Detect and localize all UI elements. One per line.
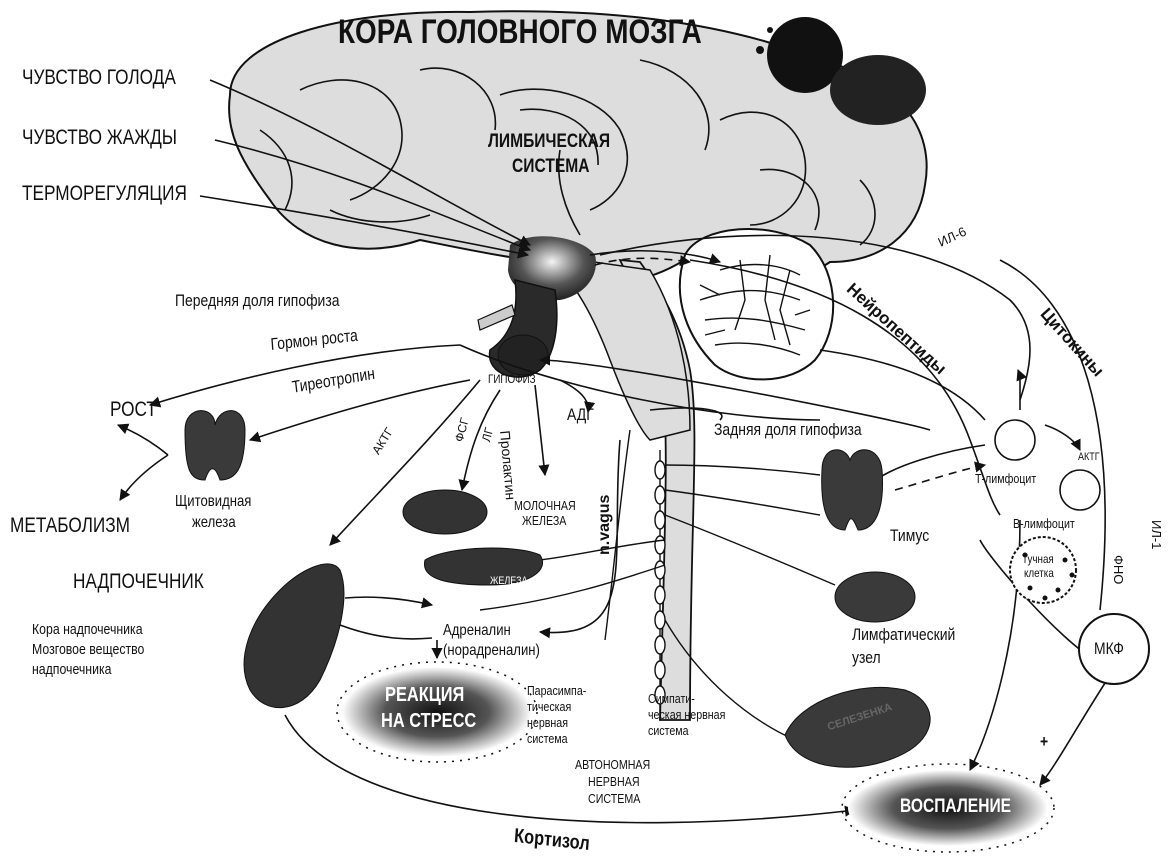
thymus-gland: [822, 450, 883, 530]
inflammation-label: ВОСПАЛЕНИЕ: [900, 797, 1011, 818]
adrenal-gland: [244, 564, 344, 708]
posterior-pituitary-label: Задняя доля гипофиза: [714, 421, 862, 440]
anterior-pituitary-label: Передняя доля гипофиза: [175, 292, 339, 311]
autonomic-label-2: НЕРВНАЯ: [588, 775, 640, 789]
sym-label-3: система: [648, 724, 689, 738]
autonomic-label-1: АВТОНОМНАЯ: [575, 758, 650, 772]
hunger-label: ЧУВСТВО ГОЛОДА: [22, 66, 176, 89]
cerebellum: [680, 229, 833, 379]
immune-acth-label: АКТГ: [1078, 451, 1100, 463]
adrenaline-label-1: Адреналин: [443, 622, 511, 640]
adrenaline-label-2: (норадреналин): [443, 642, 540, 660]
lymph-node-label-1: Лимфатический: [852, 626, 955, 645]
b-cell-label: В-лимфоцит: [1013, 517, 1075, 531]
thyroid-label-1: Щитовидная: [175, 493, 251, 511]
lymph-node-label-2: узел: [852, 649, 881, 668]
mammary-label-1: МОЛОЧНАЯ: [514, 499, 576, 513]
il1-label: ИЛ-1: [1149, 520, 1163, 549]
adrenal-medulla-label-2: надпочечника: [32, 662, 111, 679]
adrenal-cortex-label: Кора надпочечника: [32, 622, 143, 639]
thyroid-label-2: железа: [192, 514, 236, 532]
limbic-label-1: ЛИМБИЧЕСКАЯ: [488, 132, 610, 153]
adh-label: АДГ: [567, 406, 594, 425]
mast-cell-label-2: клетка: [1024, 567, 1054, 580]
t-cell-label: Т-лимфоцит: [975, 472, 1036, 486]
mammary-partial-label: ЖЕЛЕЗА: [490, 575, 528, 587]
autonomic-label-3: СИСТЕМА: [588, 792, 640, 806]
thirst-label: ЧУВСТВО ЖАЖДЫ: [22, 126, 177, 149]
stress-label-2: НА СТРЕСС: [381, 710, 476, 732]
t-lymphocyte-cell: [995, 420, 1035, 460]
mammary-label-2: ЖЕЛЕЗА: [522, 514, 566, 528]
metabolism-label: МЕТАБОЛИЗМ: [10, 514, 130, 537]
thermo-label: ТЕРМОРЕГУЛЯЦИЯ: [22, 182, 187, 205]
tnf-label: ФНО: [1111, 555, 1125, 584]
b-lymphocyte-cell: [1060, 470, 1100, 510]
dark-blob-2: [830, 55, 926, 125]
vagus-label: n.vagus: [596, 495, 614, 555]
title: КОРА ГОЛОВНОГО МОЗГА: [338, 14, 702, 51]
growth-label: РОСТ: [110, 398, 157, 421]
mast-cell-label-1: Тучная: [1022, 553, 1054, 566]
adrenal-label: НАДПОЧЕЧНИК: [73, 570, 204, 593]
spleen: [785, 687, 930, 767]
sym-label-1: Симпати-: [648, 692, 695, 706]
plus-label: +: [1040, 733, 1048, 752]
thyroid-gland: [185, 411, 245, 480]
adrenal-medulla-label-1: Мозговое вещество: [32, 642, 144, 659]
sym-label-2: ческая нервная: [648, 708, 725, 722]
parasym-label-1: Парасимпа-: [527, 684, 586, 698]
limbic-label-2: СИСТЕМА: [512, 157, 589, 178]
stress-label-1: РЕАКЦИЯ: [385, 684, 464, 706]
parasym-label-2: тическая: [527, 700, 571, 714]
mkf-label: МКФ: [1094, 640, 1124, 659]
lymph-node: [835, 572, 915, 622]
gonad-ellipse: [403, 490, 487, 534]
pituitary-label: ГИПОФИЗ: [488, 373, 536, 386]
parasym-label-3: нервная: [527, 716, 568, 730]
parasym-label-4: система: [527, 732, 568, 746]
thymus-label: Тимус: [890, 527, 929, 546]
